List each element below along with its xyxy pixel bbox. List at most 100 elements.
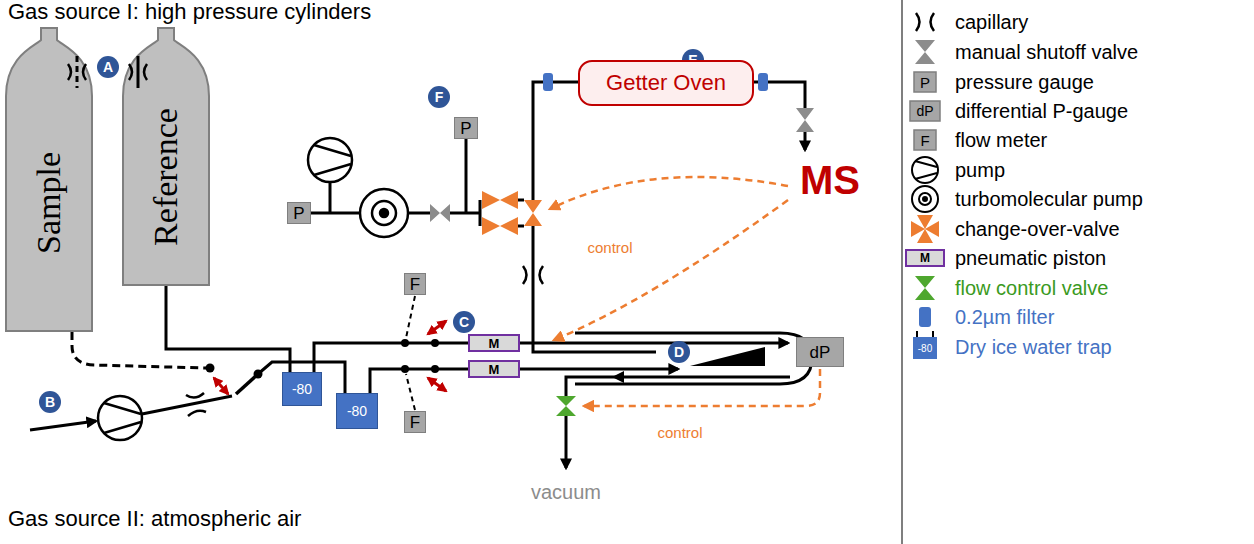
pneumatic-piston: M (468, 360, 520, 378)
capillary-symbol (186, 393, 204, 398)
node-label: -80 (347, 404, 367, 418)
legend-icon (906, 250, 944, 266)
pipe (329, 182, 332, 213)
pipe (804, 132, 807, 150)
flow-control-valve (556, 396, 576, 416)
pump-symbol (314, 145, 351, 175)
pipe (575, 333, 812, 384)
legend-entry: pressure gauge (955, 72, 1094, 92)
capillary-symbol (540, 266, 544, 284)
legend-icon (912, 157, 938, 183)
legend-icon (919, 307, 931, 327)
turbomolecular-pump (360, 189, 408, 237)
flow-meter-link (406, 296, 415, 338)
control-label: control (657, 425, 702, 440)
pipe (754, 81, 758, 84)
gas-cylinder: Reference (122, 26, 210, 286)
filter (758, 73, 768, 91)
capillary-symbol (188, 411, 206, 416)
pump-symbol (104, 403, 141, 433)
legend-entry: change-over-valve (955, 219, 1120, 239)
legend-symbol-text: M (920, 252, 930, 264)
legend-symbol-text: -80 (918, 344, 932, 354)
gas-line (370, 369, 468, 393)
callout-letter: D (674, 345, 684, 359)
switch-arrow (428, 321, 446, 334)
pipe (142, 396, 232, 414)
legend-entry: capillary (955, 12, 1028, 32)
pump-symbol (98, 396, 142, 440)
dry-ice-trap: -80 (336, 393, 378, 429)
source-heading: Gas source I: high pressure cylinders (8, 0, 371, 24)
manual-valve (430, 204, 450, 222)
pump-symbol (308, 138, 352, 182)
callout-letter: B (45, 395, 55, 409)
legend-entry: flow control valve (955, 278, 1108, 298)
flow-restrictor-wedge (690, 347, 765, 366)
callout-letter: D (668, 341, 690, 363)
node-label: P (293, 205, 304, 222)
control-line (554, 200, 788, 340)
turbomolecular-pump (360, 189, 408, 237)
node-label: M (489, 363, 500, 376)
legend-icon (911, 215, 939, 243)
legend-icon (911, 215, 939, 243)
node-label: -80 (292, 382, 312, 396)
gas-line (166, 286, 290, 372)
legend-symbol-text: dP (916, 104, 933, 118)
getter-oven: Getter Oven (578, 60, 754, 106)
legend-icon (931, 13, 935, 31)
legend-entry: turbomolecular pump (955, 189, 1143, 209)
legend-icon (910, 72, 940, 150)
vacuum-label: vacuum (531, 482, 601, 502)
callout-letter: A (97, 56, 119, 78)
callout-letter: F (435, 90, 444, 104)
legend-icon (912, 157, 938, 212)
cylinder-outline (6, 28, 92, 331)
legend-icon (915, 40, 935, 64)
flow-arrow (612, 371, 624, 383)
change-over-valve (524, 200, 542, 226)
legend-divider (901, 0, 903, 544)
legend-icon (912, 186, 938, 212)
junction-dot (254, 370, 263, 379)
manual-valve (430, 108, 814, 222)
callout-letter: C (453, 311, 475, 333)
switch-arrow (214, 378, 228, 394)
cylinder-label: Reference (149, 108, 183, 246)
control-label: control (587, 240, 632, 255)
pipe (566, 377, 790, 396)
legend-icon (915, 276, 935, 300)
legend-icon (913, 307, 937, 359)
gauge-box: P (287, 202, 311, 224)
legend-icon (915, 276, 935, 300)
pipe (408, 212, 430, 215)
switch-arrow (428, 378, 446, 391)
legend-icon (917, 331, 933, 337)
cylinder-outline (123, 28, 209, 285)
callout-letter: A (103, 60, 113, 74)
pipe (533, 82, 543, 200)
control-line (550, 177, 788, 209)
flow-control-valve (556, 396, 576, 416)
junction-dot (206, 364, 215, 373)
legend-icon (906, 250, 944, 266)
legend-icon (915, 161, 937, 179)
legend-symbol-text: P (920, 75, 930, 90)
pipe (518, 225, 524, 228)
callout-letter: B (39, 391, 61, 413)
gauge-box: dP (796, 337, 844, 367)
gauge-box: F (404, 411, 426, 433)
turbomolecular-pump (380, 209, 388, 217)
legend-icon (917, 331, 933, 337)
pipe (137, 56, 140, 88)
pipe (30, 421, 96, 430)
source-heading: Gas source II: atmospheric air (8, 506, 301, 531)
legend-icon (913, 337, 937, 359)
pneumatic-piston: M (468, 334, 520, 352)
legend-entry: flow meter (955, 130, 1047, 150)
control-line (584, 369, 820, 406)
flow-meter-link (406, 374, 415, 410)
legend-icon (916, 13, 920, 31)
filter (543, 73, 553, 91)
